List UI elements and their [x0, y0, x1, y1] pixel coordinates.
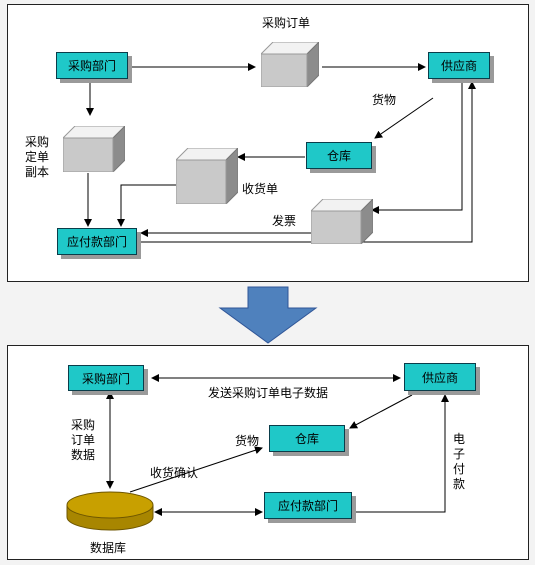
arrow-receipt-cube-to-payables	[117, 184, 178, 227]
database-icon	[66, 491, 154, 531]
label-send-po-data: 发送采购订单电子数据	[208, 386, 329, 400]
label-invoice: 发票	[272, 214, 297, 228]
label-goods-2: 货物	[235, 434, 260, 448]
label-order-data: 采购 订单 数据	[70, 418, 95, 462]
label-receipt: 收货单	[242, 182, 279, 196]
top-payables-dept-node: 应付款部门	[57, 228, 137, 255]
label-database: 数据库	[90, 541, 127, 555]
order-copy-cube	[61, 124, 127, 174]
bottom-supplier-node: 供应商	[404, 363, 476, 391]
label-receipt-confirm: 收货确认	[150, 466, 199, 480]
arrow-supplier-to-warehouse-2	[349, 394, 413, 429]
top-warehouse-node: 仓库	[306, 142, 372, 169]
arrow-payables-to-supplier	[141, 81, 476, 243]
order-document-cube	[259, 40, 321, 89]
label-order-copy: 采购 定单 副本	[24, 135, 49, 179]
top-purchasing-dept-node: 采购部门	[56, 52, 128, 79]
arrow-supplier-to-warehouse	[374, 97, 434, 139]
arrow-payables-to-supplier-2	[356, 394, 449, 513]
receipt-document-cube	[174, 146, 240, 206]
bottom-purchasing-dept-node: 采购部门	[68, 365, 144, 391]
arrow-db-to-warehouse	[129, 446, 263, 493]
invoice-document-cube	[309, 197, 375, 246]
bottom-payables-dept-node: 应付款部门	[264, 492, 352, 519]
bottom-warehouse-node: 仓库	[269, 425, 345, 452]
arrow-supplier-to-invoice-cube	[371, 82, 463, 214]
label-goods: 货物	[372, 93, 397, 107]
transition-down-arrow	[218, 286, 318, 344]
label-purchase-order: 采购订单	[262, 16, 311, 30]
label-e-payment: 电 子 付 款	[452, 432, 465, 491]
top-supplier-node: 供应商	[428, 52, 490, 79]
